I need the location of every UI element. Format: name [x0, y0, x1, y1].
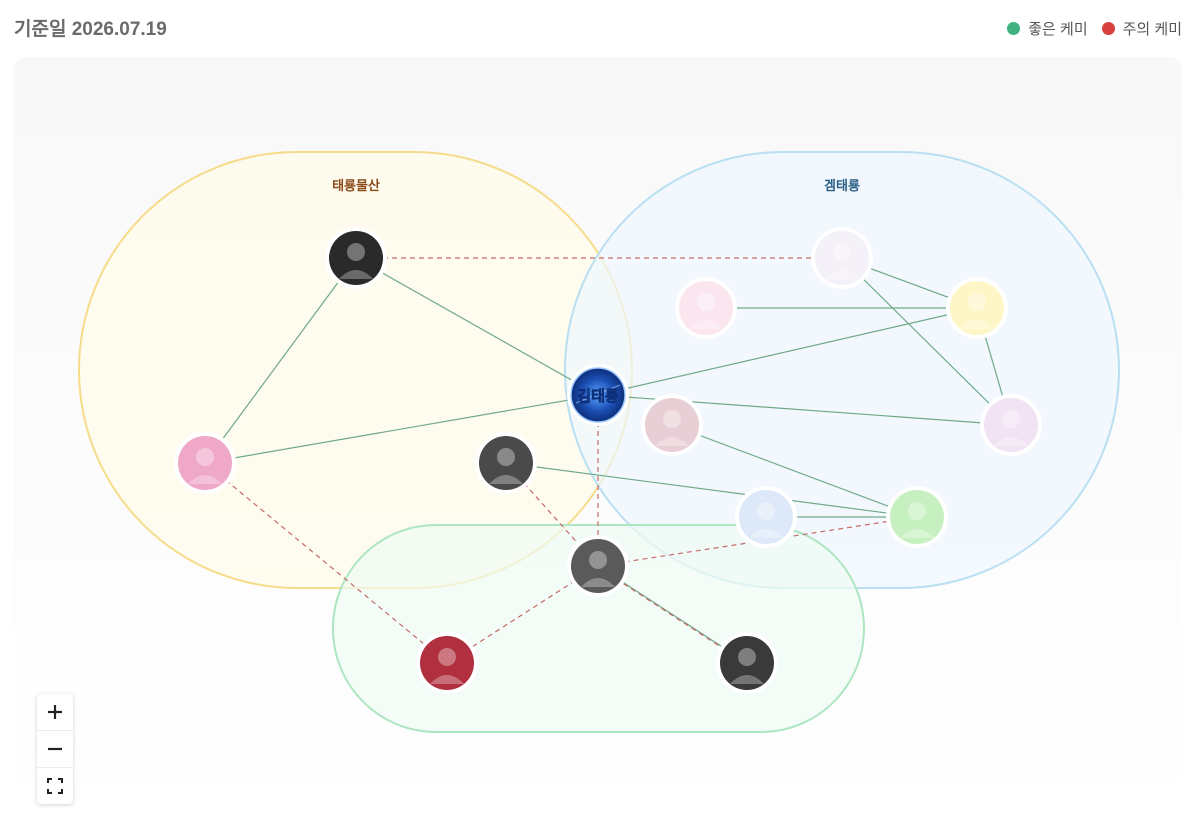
avatar-head-shape [697, 293, 715, 311]
header: 기준일 2026.07.19 좋은 케미 주의 케미 [14, 14, 1182, 42]
member-node[interactable] [567, 535, 629, 597]
avatar-body-shape [900, 529, 934, 538]
member-node[interactable] [946, 277, 1008, 339]
avatar-head-shape [196, 448, 214, 466]
avatar [950, 281, 1004, 335]
group-label: 태룡물산 [332, 178, 380, 193]
avatar-head-shape [833, 243, 851, 261]
member-node[interactable] [675, 277, 737, 339]
avatar-body-shape [188, 475, 222, 484]
avatar-body-shape [994, 437, 1028, 446]
reference-date: 기준일 2026.07.19 [14, 19, 167, 40]
member-node[interactable] [735, 486, 797, 548]
group-region-0: 태룡물산 [78, 151, 633, 589]
good-chemistry-edge [204, 257, 357, 464]
member-node[interactable] [475, 432, 537, 494]
avatar [890, 490, 944, 544]
good-chemistry-edge [597, 307, 978, 396]
legend-caution: 주의 케미 [1101, 18, 1182, 39]
group-region-1: 겜태룡 [564, 151, 1120, 589]
avatar [984, 398, 1038, 452]
avatar-body-shape [960, 320, 994, 329]
member-node[interactable] [416, 632, 478, 694]
nodes-layer: 김태룡 [174, 227, 1042, 694]
good-chemistry-edge [355, 257, 599, 396]
legend: 좋은 케미 주의 케미 [1007, 18, 1182, 39]
avatar [420, 636, 474, 690]
zoom-controls [37, 694, 73, 804]
avatar-head-shape [738, 648, 756, 666]
groups-layer: 태룡물산 겜태룡 [78, 151, 1120, 733]
member-node[interactable] [325, 227, 387, 289]
avatar-body-shape [489, 475, 523, 484]
member-node[interactable] [641, 394, 703, 456]
avatar-body-shape [730, 675, 764, 684]
good-chemistry-edge [671, 424, 918, 518]
avatar [178, 436, 232, 490]
group-shape [564, 151, 1120, 589]
legend-good-dot [1007, 22, 1021, 35]
avatar [720, 636, 774, 690]
fullscreen-icon [47, 778, 63, 794]
legend-caution-label: 주의 케미 [1122, 21, 1182, 38]
avatar-head-shape [438, 648, 456, 666]
member-node[interactable] [716, 632, 778, 694]
legend-good: 좋은 케미 [1007, 18, 1088, 39]
legend-good-label: 좋은 케미 [1028, 21, 1088, 38]
avatar-head-shape [663, 410, 681, 428]
avatar-body-shape [655, 437, 689, 446]
avatar [329, 231, 383, 285]
zoom-out-button[interactable] [37, 731, 73, 768]
avatar-head-shape [757, 502, 775, 520]
member-node[interactable] [811, 227, 873, 289]
avatar-head-shape [347, 243, 365, 261]
avatar-body-shape [825, 270, 859, 279]
center-node-badge [570, 367, 626, 423]
avatar-body-shape [749, 529, 783, 538]
center-node-sparkle [575, 384, 621, 404]
minus-icon [48, 747, 62, 751]
member-node[interactable] [886, 486, 948, 548]
avatar-head-shape [968, 293, 986, 311]
avatar [571, 539, 625, 593]
avatar [739, 490, 793, 544]
good-chemistry-edge [505, 462, 918, 518]
avatar-body-shape [430, 675, 464, 684]
good-chemistry-edge [204, 394, 599, 464]
avatar-head-shape [1002, 410, 1020, 428]
caution-chemistry-edge [204, 462, 448, 664]
avatar-body-shape [581, 578, 615, 587]
avatar-head-shape [589, 551, 607, 569]
avatar [815, 231, 869, 285]
member-node[interactable] [980, 394, 1042, 456]
plus-icon [48, 705, 62, 719]
avatar-head-shape [908, 502, 926, 520]
zoom-in-button[interactable] [37, 694, 73, 731]
center-node[interactable]: 김태룡 [567, 364, 629, 426]
good-chemistry-edge [841, 257, 1012, 426]
group-label: 겜태룡 [824, 178, 860, 193]
center-node-label: 김태룡 [577, 387, 619, 405]
avatar-head-shape [497, 448, 515, 466]
avatar-body-shape [339, 270, 373, 279]
group-shape [78, 151, 633, 589]
avatar [479, 436, 533, 490]
fit-view-button[interactable] [37, 768, 73, 804]
legend-caution-dot [1101, 22, 1115, 35]
avatar [645, 398, 699, 452]
member-node[interactable] [174, 432, 236, 494]
avatar-body-shape [689, 320, 723, 329]
avatar [679, 281, 733, 335]
